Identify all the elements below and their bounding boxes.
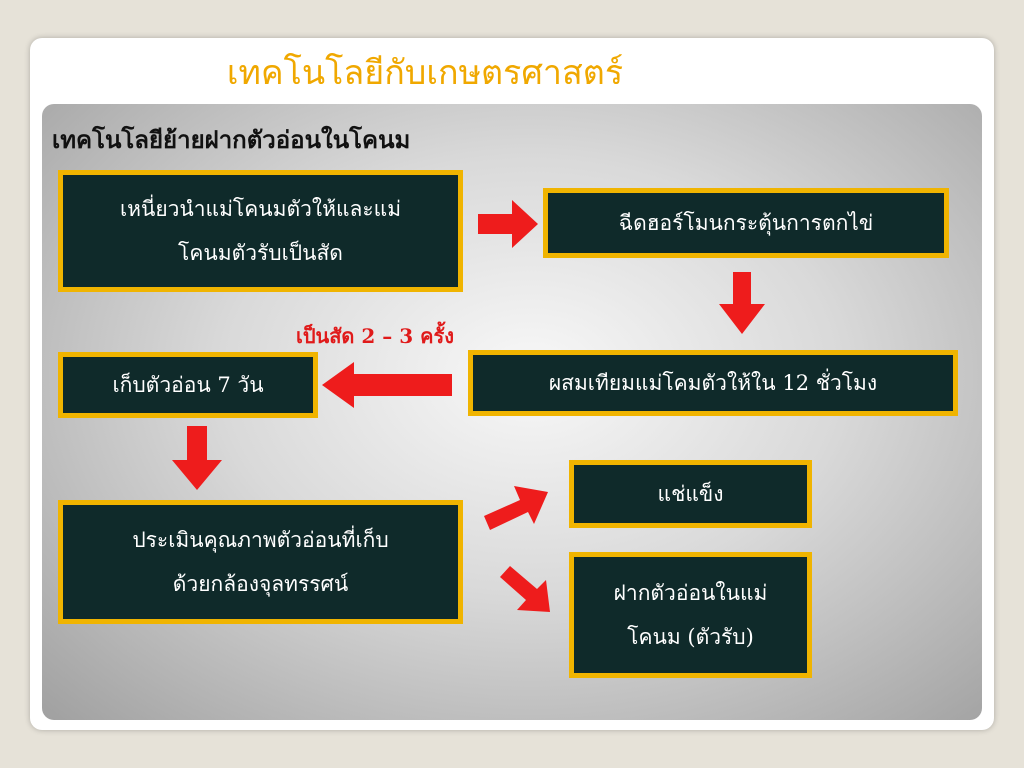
estrus-count-note: เป็นสัด 2 – 3 ครั้ง <box>296 324 454 348</box>
step-induce-estrus-line-2: โคนมตัวรับเป็นสัด <box>178 241 343 265</box>
diagram-subtitle: เทคโนโลยีย้ายฝากตัวอ่อนในโคนม <box>52 125 411 154</box>
step-hormone: ฉีดฮอร์โมนกระตุ้นการตกไข่ <box>543 188 949 258</box>
step-induce-estrus: เหนี่ยวนำแม่โคนมตัวให้และแม่ โคนมตัวรับเ… <box>58 170 463 292</box>
step-transfer-line-1: ฝากตัวอ่อนในแม่ <box>613 581 768 605</box>
step-evaluate: ประเมินคุณภาพตัวอ่อนที่เก็บ ด้วยกล้องจุล… <box>58 500 463 624</box>
step-induce-estrus-line-1: เหนี่ยวนำแม่โคนมตัวให้และแม่ <box>119 197 402 221</box>
step-transfer: ฝากตัวอ่อนในแม่ โคนม (ตัวรับ) <box>569 552 812 678</box>
step-inseminate: ผสมเทียมแม่โคมตัวให้ใน 12 ชั่วโมง <box>468 350 958 416</box>
step-evaluate-line-1: ประเมินคุณภาพตัวอ่อนที่เก็บ <box>132 528 389 552</box>
arrow-right-icon <box>478 200 538 248</box>
arrow-down-icon <box>172 426 222 490</box>
arrow-up-right-icon <box>484 486 548 530</box>
step-evaluate-line-2: ด้วยกล้องจุลทรรศน์ <box>172 572 349 596</box>
arrow-left-icon <box>322 362 452 408</box>
arrow-down-right-icon <box>500 566 550 612</box>
step-collect-label: เก็บตัวอ่อน 7 วัน <box>112 373 264 397</box>
step-collect: เก็บตัวอ่อน 7 วัน <box>58 352 318 418</box>
step-inseminate-label: ผสมเทียมแม่โคมตัวให้ใน 12 ชั่วโมง <box>548 371 878 395</box>
step-freeze-label: แช่แข็ง <box>657 482 724 506</box>
slide-title: เทคโนโลยีกับเกษตรศาสตร์ <box>226 53 624 93</box>
step-freeze: แช่แข็ง <box>569 460 812 528</box>
step-hormone-label: ฉีดฮอร์โมนกระตุ้นการตกไข่ <box>618 211 874 235</box>
arrow-down-icon <box>719 272 765 334</box>
step-transfer-line-2: โคนม (ตัวรับ) <box>627 625 754 649</box>
